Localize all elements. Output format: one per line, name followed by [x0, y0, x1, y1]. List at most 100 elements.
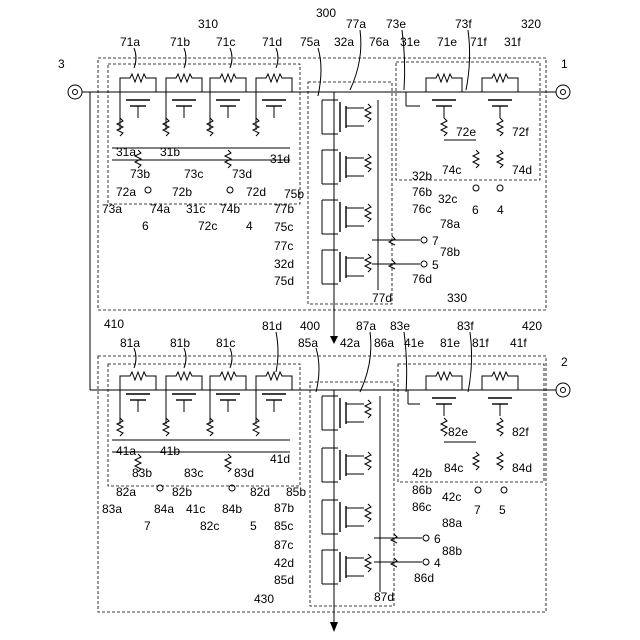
ref-label: 82f — [512, 425, 529, 439]
ref-label: 78a — [440, 217, 460, 231]
ref-label: 74b — [220, 202, 240, 216]
ref-label: 84b — [222, 502, 242, 516]
ref-label: 73d — [232, 167, 252, 181]
ref-label: 76d — [412, 272, 432, 286]
ref-label: 72c — [198, 219, 217, 233]
ref-label: 76b — [412, 185, 432, 199]
ref-label: 41f — [510, 336, 527, 350]
ref-label: 85d — [274, 573, 294, 587]
ref-label: 82c — [200, 519, 219, 533]
ref-label: 82e — [448, 425, 468, 439]
block-420-label: 420 — [522, 319, 542, 333]
arrow-down-icon — [330, 336, 338, 344]
arrow-down-icon — [330, 622, 338, 632]
ref-label: 73b — [130, 167, 150, 181]
ref-label: 6 — [142, 219, 149, 233]
ref-label: 71e — [437, 35, 457, 49]
ref-label: 83e — [390, 319, 410, 333]
ref-label: 4 — [246, 219, 253, 233]
ref-label: 72a — [116, 185, 136, 199]
ref-label: 84c — [444, 461, 463, 475]
ref-label: 32c — [438, 192, 457, 206]
ref-label: 42a — [340, 336, 360, 350]
ref-label: 77d — [372, 291, 392, 305]
terminal-3 — [68, 85, 82, 99]
ref-label: 86c — [412, 500, 431, 514]
ref-label: 83c — [184, 466, 203, 480]
ref-label: 32d — [274, 257, 294, 271]
ref-label: 31c — [186, 202, 205, 216]
lower-reference-labels: 81a 81b 81c 81d 85a 42a 87a 86a 83e 41e … — [102, 319, 532, 604]
block-310-label: 310 — [198, 17, 218, 31]
ref-label: 77a — [346, 17, 366, 31]
ref-label: 84a — [154, 502, 174, 516]
ref-label: 72b — [172, 185, 192, 199]
ref-label: 71a — [120, 35, 140, 49]
block-320-label: 320 — [521, 17, 541, 31]
terminal-2-label: 2 — [561, 355, 568, 369]
ref-label: 78b — [440, 245, 460, 259]
ref-label: 5 — [499, 503, 506, 517]
ref-label: 74c — [442, 163, 461, 177]
ref-label: 76a — [369, 35, 389, 49]
ref-label: 83b — [132, 466, 152, 480]
ref-label: 87a — [356, 319, 376, 333]
ref-label: 74d — [512, 163, 532, 177]
ref-label: 73c — [184, 167, 203, 181]
terminal-1 — [556, 85, 570, 99]
ref-label: 31f — [504, 35, 521, 49]
ref-label: 85a — [298, 336, 318, 350]
terminal-3-label: 3 — [58, 57, 65, 71]
ref-label: 81e — [440, 336, 460, 350]
ref-label: 41a — [116, 444, 136, 458]
ref-label: 73a — [102, 202, 122, 216]
ref-label: 85b — [286, 485, 306, 499]
ref-label: 88b — [442, 544, 462, 558]
ref-label: 31a — [116, 145, 136, 159]
ref-label: 32a — [334, 35, 354, 49]
ref-label: 71f — [470, 35, 487, 49]
terminal-1-label: 1 — [561, 57, 568, 71]
ref-label: 83d — [234, 466, 254, 480]
block-400-label: 400 — [300, 319, 320, 333]
ref-label: 77c — [274, 239, 293, 253]
ref-label: 31d — [270, 152, 290, 166]
ref-label: 32b — [412, 169, 432, 183]
ref-label: 86d — [414, 571, 434, 585]
ref-label: 5 — [250, 519, 257, 533]
ref-label: 76c — [412, 202, 431, 216]
ref-label: 42d — [274, 556, 294, 570]
ref-label: 81a — [120, 336, 140, 350]
ref-label: 87d — [374, 590, 394, 604]
ref-label: 86b — [412, 483, 432, 497]
ref-label: 85c — [274, 519, 293, 533]
block-410-label: 410 — [104, 317, 124, 331]
ref-label: 88a — [442, 516, 462, 530]
ref-label: 87b — [274, 501, 294, 515]
ref-label: 74a — [150, 202, 170, 216]
ref-label: 41c — [186, 502, 205, 516]
ref-label: 75c — [274, 220, 293, 234]
ref-label: 73f — [455, 17, 472, 31]
ref-label: 31b — [160, 145, 180, 159]
ref-label: 77b — [274, 202, 294, 216]
terminal-2 — [556, 383, 570, 397]
ref-label: 41e — [404, 336, 424, 350]
ref-label: 75b — [284, 187, 304, 201]
ref-label: 71b — [170, 35, 190, 49]
ref-label: 81d — [262, 319, 282, 333]
ref-label: 41b — [160, 444, 180, 458]
ref-label: 71c — [216, 35, 235, 49]
ref-label: 6 — [434, 532, 441, 546]
ref-label: 4 — [497, 203, 504, 217]
ref-label: 81b — [170, 336, 190, 350]
ref-label: 75a — [300, 35, 320, 49]
ref-label: 7 — [474, 503, 481, 517]
ref-label: 82d — [250, 485, 270, 499]
ref-label: 72d — [246, 185, 266, 199]
block-330-label: 330 — [447, 291, 467, 305]
ref-label: 4 — [434, 556, 441, 570]
ref-label: 41d — [270, 452, 290, 466]
ref-label: 87c — [274, 538, 293, 552]
